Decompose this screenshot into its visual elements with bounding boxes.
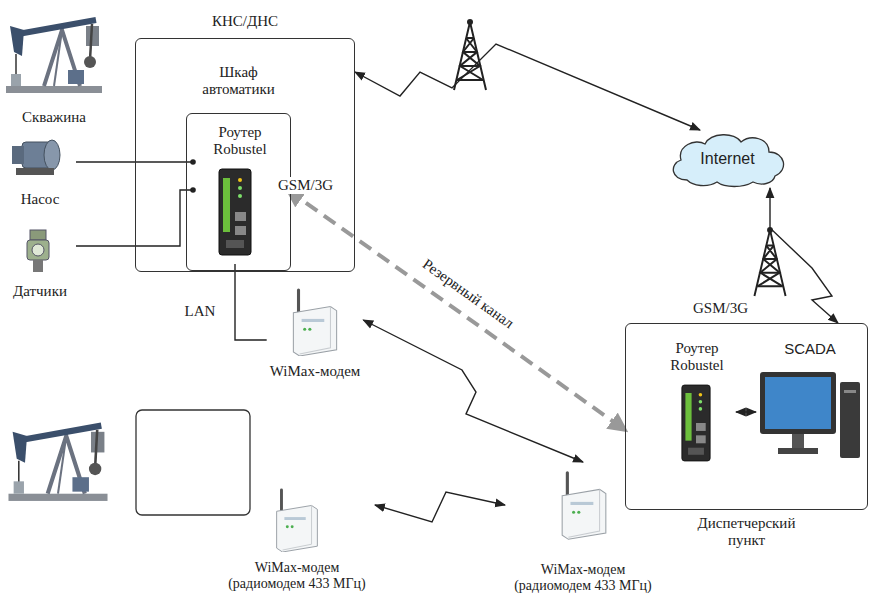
node-label: КНС/ДНС: [136, 13, 354, 30]
node-label: Скважина: [22, 109, 86, 126]
modem-node: WiMax-модем: [267, 282, 364, 380]
scada-node: SCADA: [756, 336, 864, 471]
link-line: [235, 264, 267, 340]
node-label: WiMax-модем: [270, 363, 361, 380]
router-node: Роутер Robustel: [192, 120, 288, 264]
link-line: [76, 190, 192, 246]
router-node: Роутер Robustel: [658, 336, 736, 466]
sensor-node: Датчики: [4, 224, 76, 300]
radio-modem-node: WiMax-модем (радиомодем 433 МГц): [219, 480, 375, 592]
well-node: Скважина: [4, 2, 104, 126]
backup-channel-arrow: [288, 190, 625, 430]
link-line: [355, 44, 700, 130]
radio-modem-node: WiMax-модем (радиомодем 433 МГц): [505, 462, 661, 594]
pump-node: Насос: [4, 130, 76, 208]
node-label: Internet: [700, 150, 754, 168]
node-label: Шкаф автоматики: [187, 64, 290, 99]
node-label: Диспетчерский пункт: [682, 515, 812, 550]
node-label: Роутер Robustel: [192, 124, 288, 159]
link-line: [770, 188, 838, 323]
link-line: [375, 492, 505, 522]
link-line: [736, 411, 756, 412]
node-label: Датчики: [13, 283, 67, 300]
node-label: WiMax-модем (радиомодем 433 МГц): [219, 560, 375, 592]
dispatch-box: Диспетчерский пунктРоутер RobustelSCADA: [625, 323, 868, 510]
link-line: [76, 161, 192, 162]
node-label: Роутер Robustel: [658, 340, 736, 375]
link-line: [363, 320, 583, 462]
edge-label: LAN: [182, 303, 219, 320]
channel-label: GSM/3G: [690, 300, 751, 317]
internet-cloud: Internet: [665, 130, 790, 188]
node-label: SCADA: [784, 340, 836, 357]
station-box: КНС/ДНСШкаф автоматикиРоутер Robustel: [135, 38, 355, 272]
channel-label: GSM/3G: [275, 177, 336, 194]
node-label: Насос: [21, 191, 60, 208]
node-label: WiMax-модем (радиомодем 433 МГц): [505, 562, 661, 594]
